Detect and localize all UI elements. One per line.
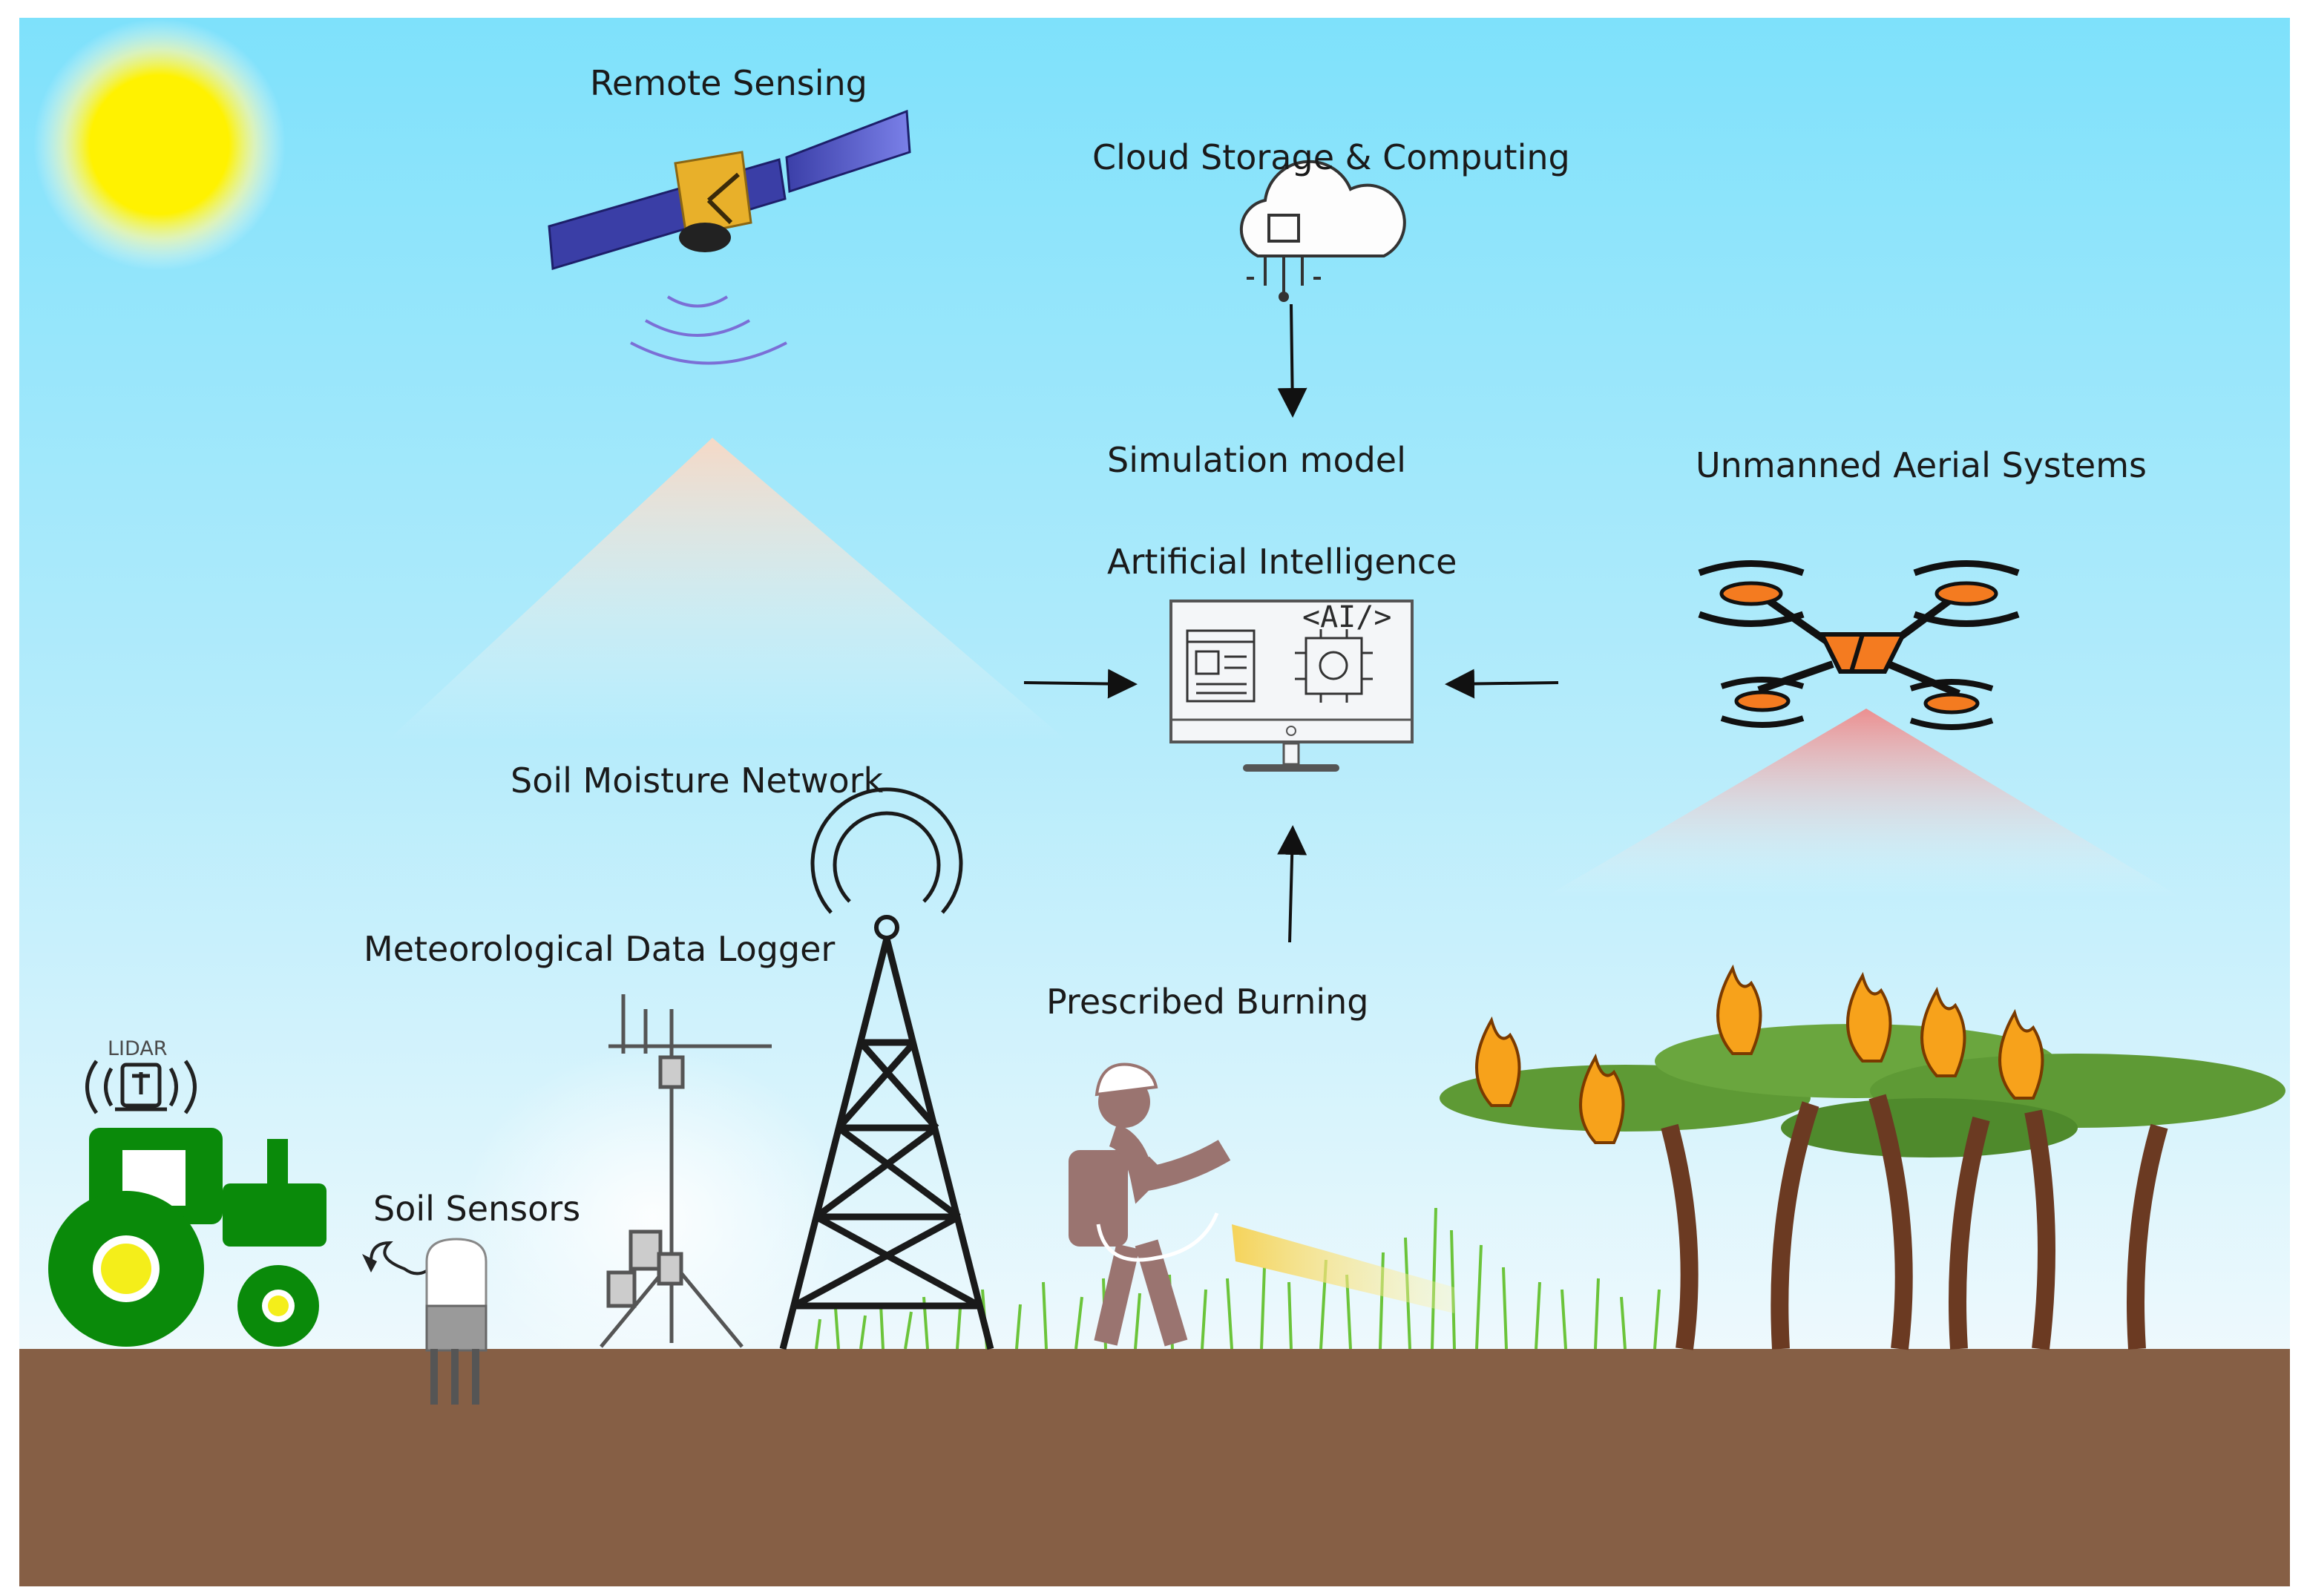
label-simulation: Simulation model [1107, 440, 1406, 480]
label-met-logger: Meteorological Data Logger [364, 929, 835, 969]
label-ai: Artificial Intelligence [1107, 542, 1457, 582]
label-soil-sensors: Soil Sensors [373, 1189, 580, 1229]
satellite-beam [386, 438, 1069, 742]
label-remote-sensing: Remote Sensing [590, 63, 867, 103]
drone-icon [1698, 560, 2020, 730]
station-glow [460, 1046, 846, 1388]
label-uas: Unmanned Aerial Systems [1696, 445, 2147, 485]
arrow-burning-to-ai [1277, 825, 1307, 943]
firefighter-icon [1069, 1063, 1231, 1347]
soil-sensor-icon [362, 1238, 488, 1405]
ground [19, 1349, 2290, 1586]
label-lidar: LIDAR [108, 1037, 168, 1060]
arrow-cloud-to-simulation [1277, 303, 1307, 418]
ai-tag: <AI/> [1302, 600, 1391, 634]
arrow-drone-to-ai [1445, 669, 1559, 699]
flame-spray [1232, 1224, 1454, 1313]
drone-beam [1543, 709, 2182, 898]
satellite-icon [548, 109, 911, 365]
tractor-icon [48, 1128, 326, 1347]
monitor-icon [1169, 600, 1414, 772]
label-soil-moisture: Soil Moisture Network [511, 761, 884, 801]
sun-icon [33, 19, 286, 271]
weather-station-icon [600, 994, 772, 1348]
label-prescribed: Prescribed Burning [1046, 982, 1369, 1022]
arrow-satellite-to-ai [1023, 669, 1138, 699]
lidar-icon [85, 1060, 197, 1114]
tower-icon [779, 787, 994, 1350]
label-cloud: Cloud Storage & Computing [1092, 137, 1570, 177]
fire-icon [1475, 964, 2044, 1144]
cloud-icon [1239, 160, 1406, 302]
